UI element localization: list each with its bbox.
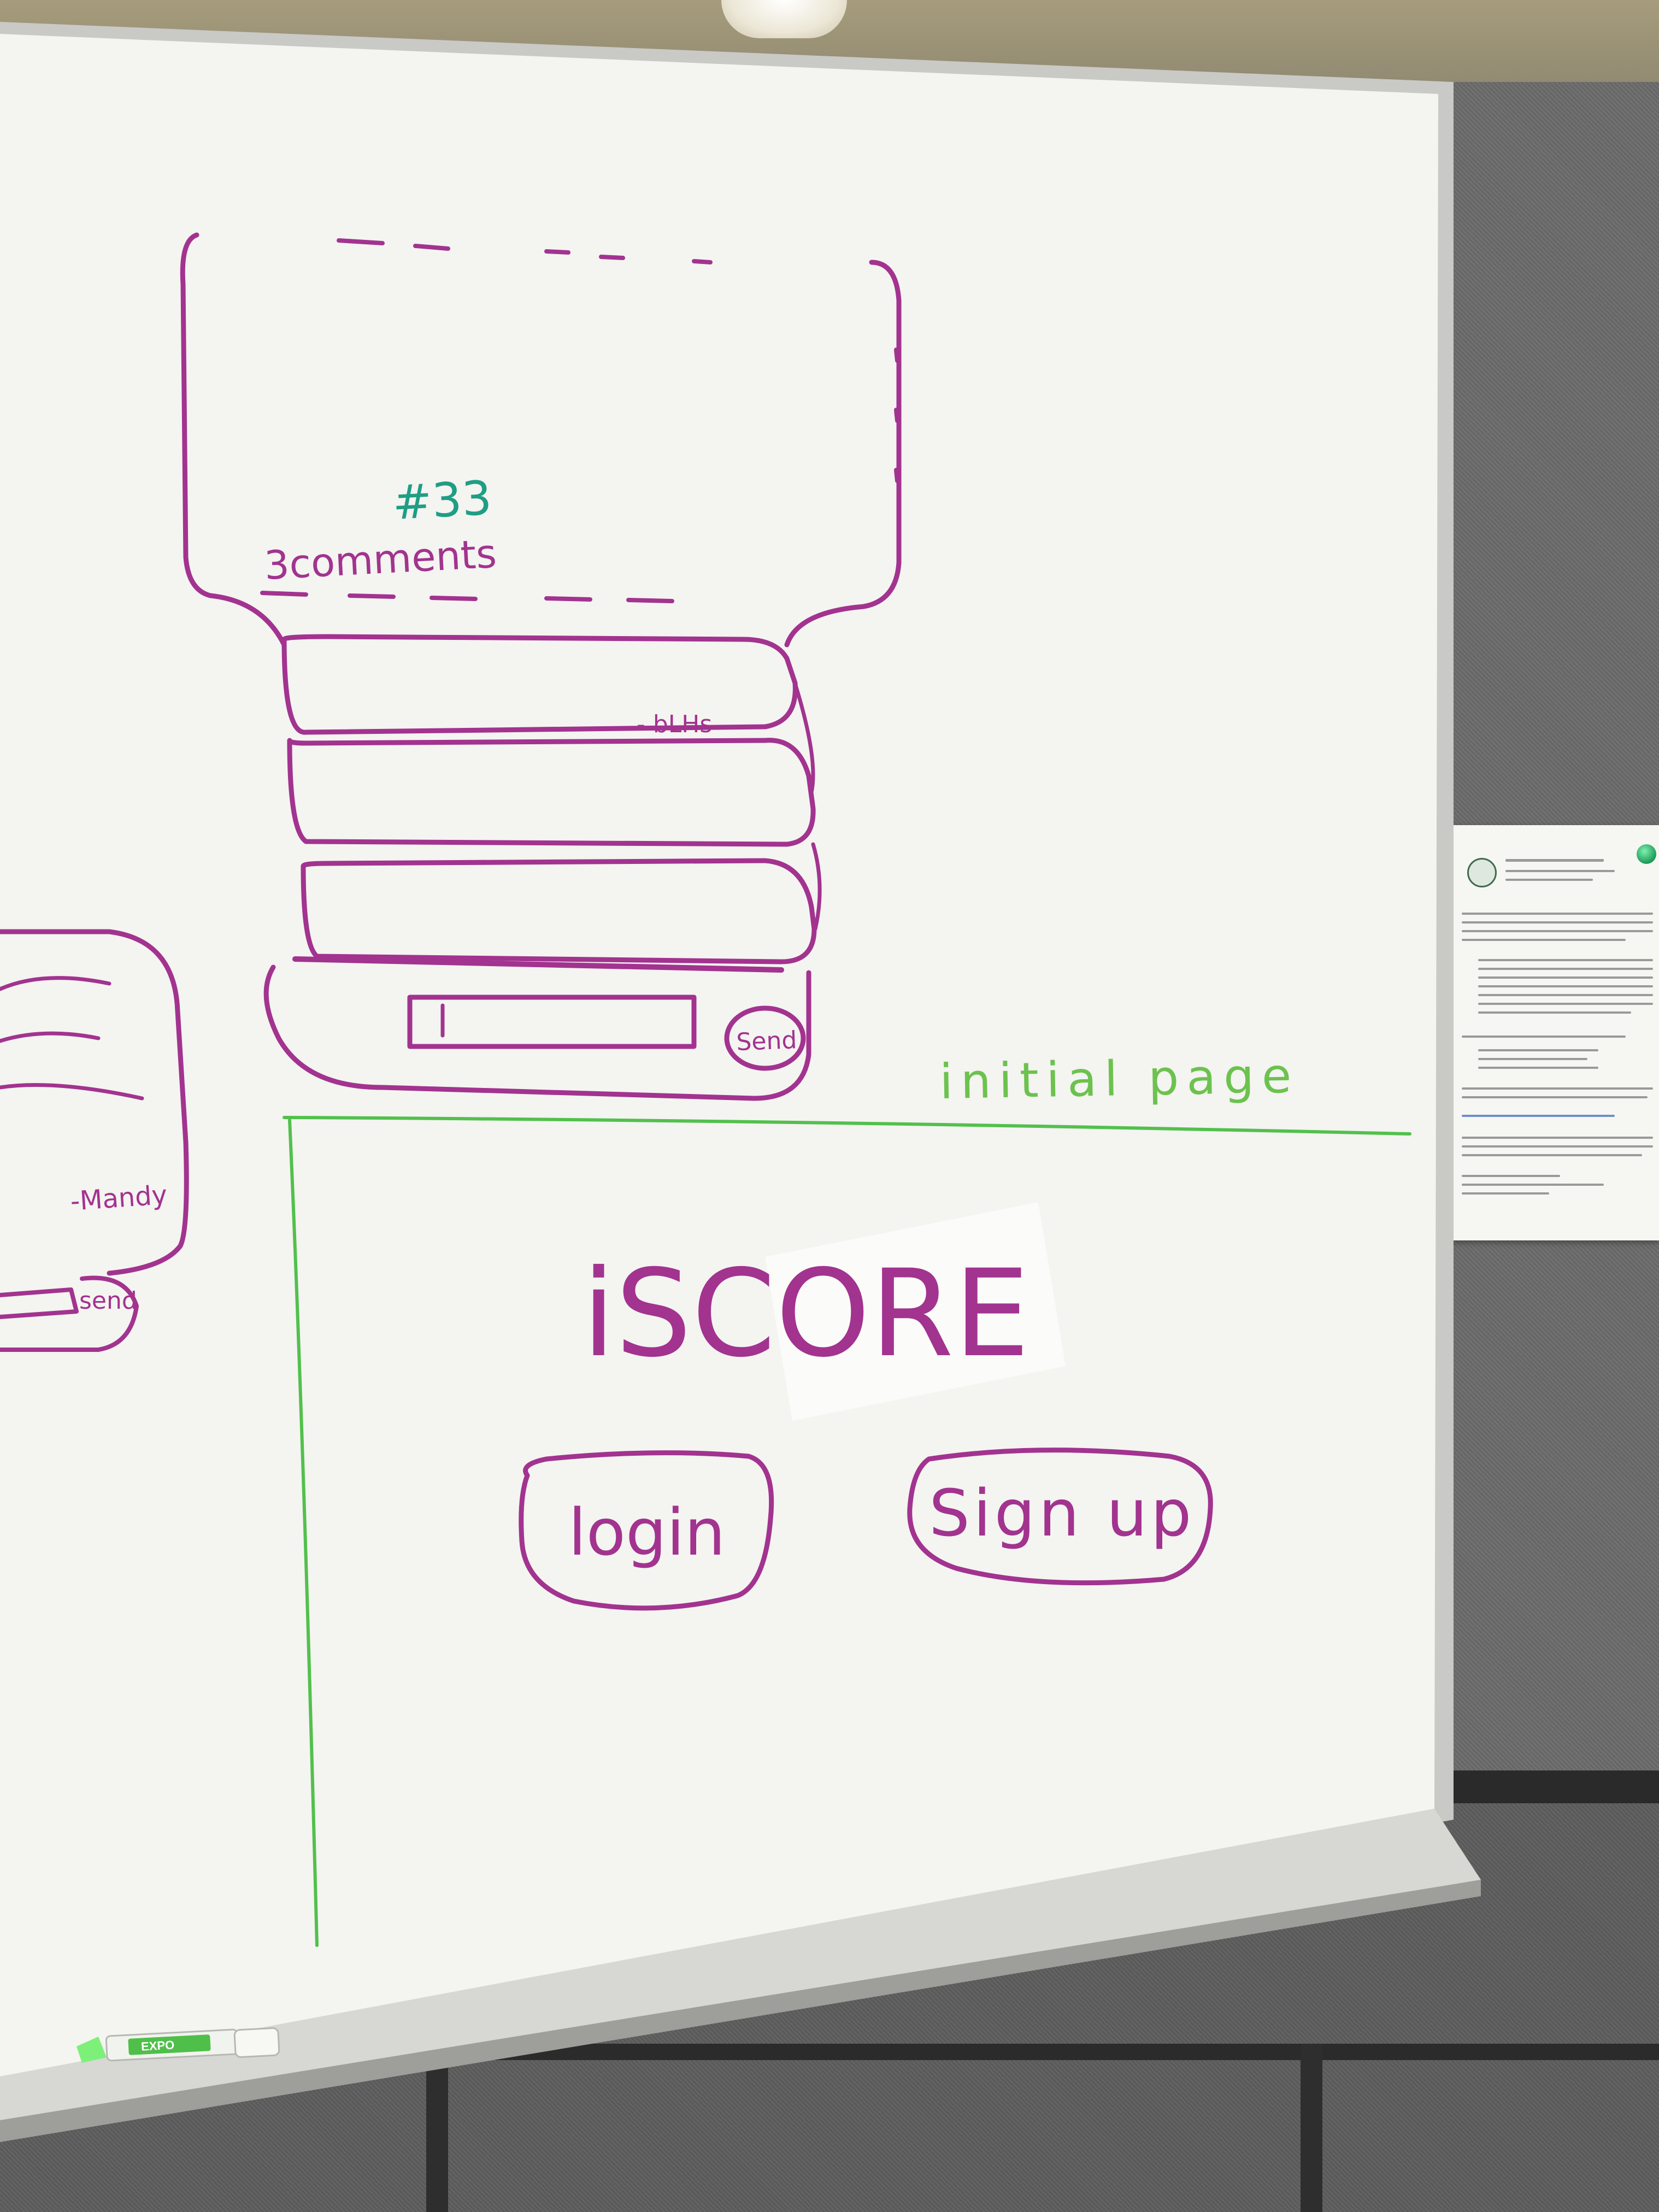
composer-area xyxy=(263,964,811,1101)
image-frame-side-dashes xyxy=(894,348,899,483)
marker-tray-edge xyxy=(0,1880,1481,2142)
flyer-link-line xyxy=(1462,1115,1615,1117)
flyer-text-line xyxy=(1462,1192,1549,1195)
flyer-text-line xyxy=(1505,870,1615,872)
composer-input xyxy=(407,995,697,1049)
section-left-border xyxy=(288,1119,319,1947)
flyer-text-line xyxy=(1478,1003,1653,1005)
image-frame-right-bracket xyxy=(784,260,902,648)
flyer-text-line xyxy=(1478,968,1653,970)
comment-author-label: - bLHs xyxy=(637,710,712,738)
left-mockup-composer xyxy=(0,1275,139,1352)
image-frame-bottom-dashes xyxy=(260,591,674,603)
flyer-text-line xyxy=(1478,976,1653,979)
cubicle-rail xyxy=(1432,1770,1659,1803)
marker-brand: EXPO xyxy=(140,2038,174,2054)
flyer-text-line xyxy=(1478,959,1653,961)
card-divider xyxy=(292,956,784,973)
flyer-text-line xyxy=(1478,1011,1631,1014)
section-divider-line xyxy=(283,1116,1411,1136)
marker-pen[interactable]: EXPO xyxy=(77,2025,284,2063)
image-frame-connector xyxy=(208,593,287,648)
ceiling-light xyxy=(721,0,847,38)
image-frame-top-dashes xyxy=(337,238,713,264)
whiteboard-glare xyxy=(765,1202,1066,1421)
comment-card-3 xyxy=(301,858,817,964)
flyer-text-line xyxy=(1478,1049,1598,1051)
send-button-outline xyxy=(724,1005,806,1071)
flyer-text-line xyxy=(1462,939,1626,941)
pushpin-icon xyxy=(1637,844,1656,864)
flyer-text-line xyxy=(1462,1184,1604,1186)
left-mockup-card xyxy=(0,929,189,1276)
left-comment-author-label: -Mandy xyxy=(69,1180,168,1217)
flyer-text-line xyxy=(1462,1087,1653,1090)
flyer-text-line xyxy=(1462,1145,1653,1148)
marker-tray xyxy=(0,1809,1481,2131)
signup-button-outline xyxy=(907,1448,1213,1586)
flyer-text-line xyxy=(1478,985,1653,987)
flyer-text-line xyxy=(1478,1067,1598,1069)
card-stack-edges xyxy=(785,656,822,931)
flyer-text-line xyxy=(1462,1175,1560,1177)
cubicle-post xyxy=(1301,2044,1322,2212)
comment-card-1 xyxy=(281,634,798,735)
flyer-text-line xyxy=(1478,1058,1587,1060)
marker-tip xyxy=(77,2037,107,2063)
post-count-label: #33 xyxy=(391,471,493,531)
image-frame-left-bracket xyxy=(180,232,213,598)
flyer-text-line xyxy=(1505,859,1604,862)
marker-label-band xyxy=(128,2034,211,2055)
pinned-flyer xyxy=(1451,825,1659,1240)
left-send-label: send xyxy=(79,1287,137,1315)
section-heading: initial page xyxy=(939,1048,1299,1110)
flyer-text-line xyxy=(1462,921,1653,923)
left-mockup-lines xyxy=(0,976,144,1101)
app-title: iSCORE xyxy=(582,1244,1029,1384)
login-button-outline xyxy=(519,1450,774,1611)
flyer-text-line xyxy=(1505,879,1593,881)
flyer-text-line xyxy=(1478,994,1653,996)
flyer-text-line xyxy=(1462,1154,1642,1156)
flyer-text-line xyxy=(1462,1096,1648,1098)
comment-card-2 xyxy=(287,738,816,847)
flyer-text-line xyxy=(1462,913,1653,915)
flyer-text-line xyxy=(1462,1137,1653,1139)
marker-cap xyxy=(233,2027,280,2058)
send-button-label: Send xyxy=(736,1026,798,1056)
flyer-seal-icon xyxy=(1467,858,1497,887)
whiteboard-surface xyxy=(0,34,1438,2076)
flyer-text-line xyxy=(1462,1036,1626,1038)
signup-label: Sign up xyxy=(929,1475,1195,1551)
login-label: login xyxy=(568,1495,725,1570)
flyer-text-line xyxy=(1462,930,1653,932)
cubicle-post xyxy=(426,2044,448,2212)
